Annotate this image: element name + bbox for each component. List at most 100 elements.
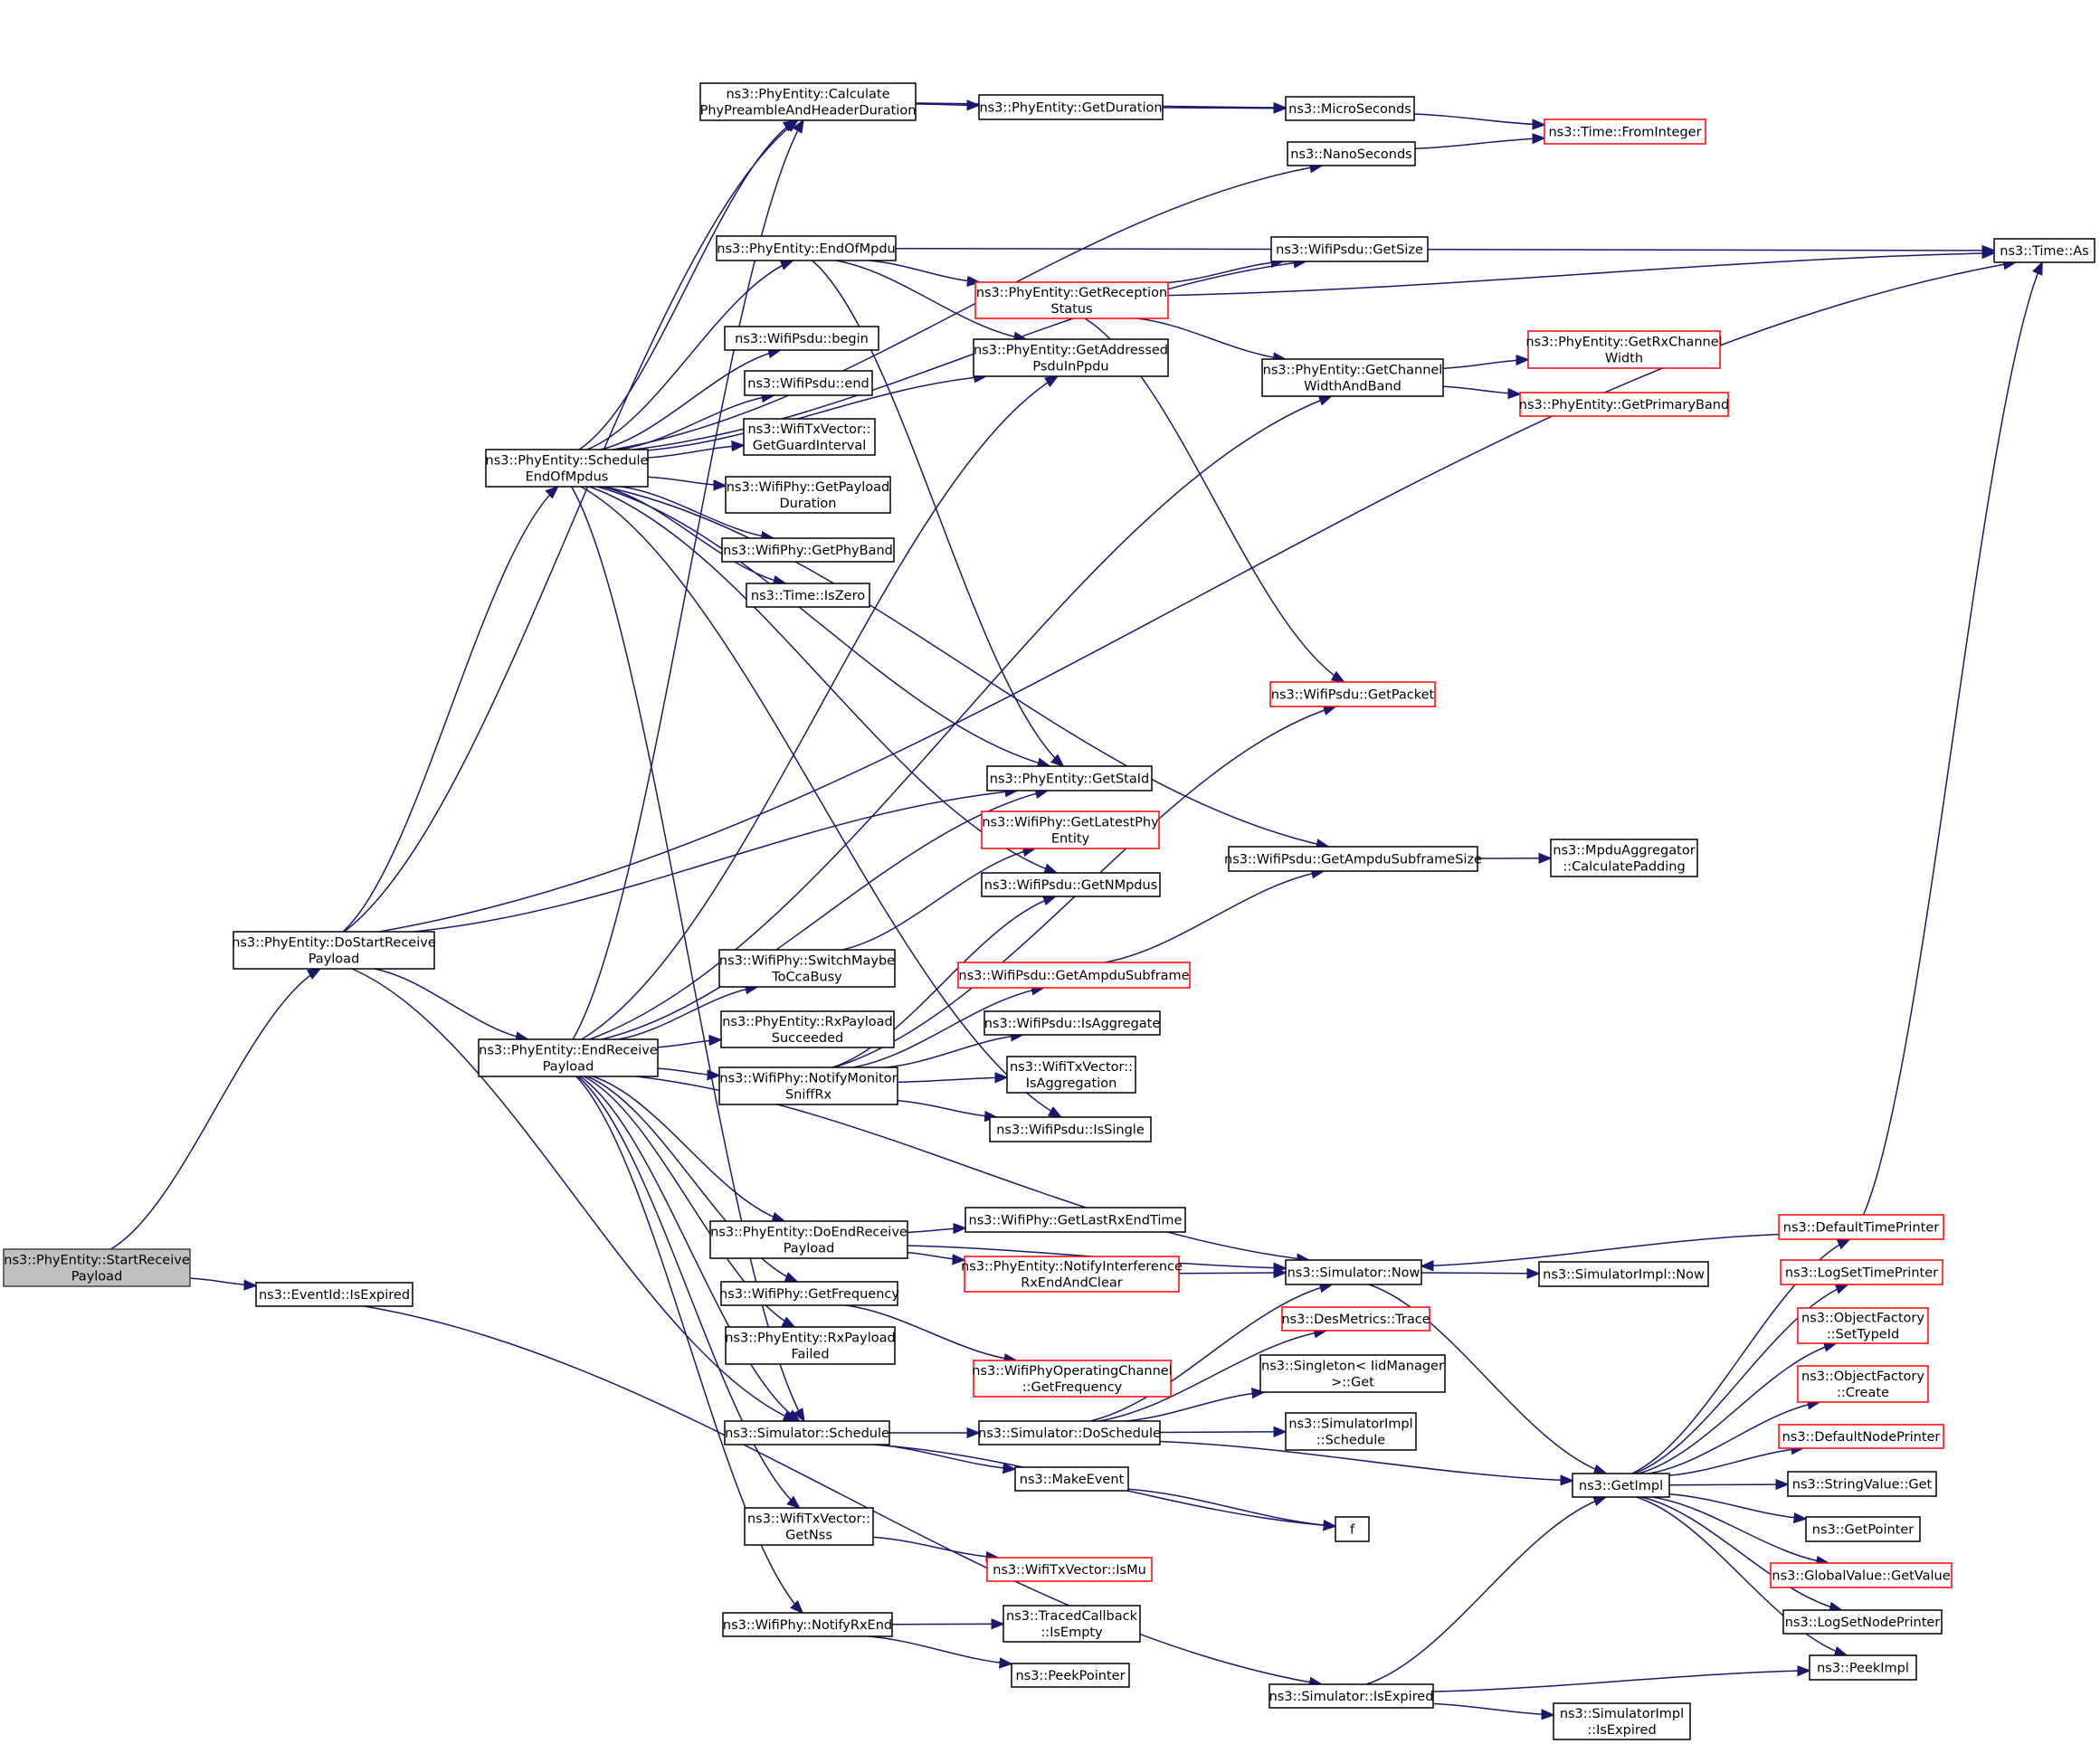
node-ns3-microseconds[interactable]: ns3::MicroSeconds [1285,96,1415,121]
node-ns3-wifiphyoperatingchannel-getfrequency[interactable]: ns3::WifiPhyOperatingChannel::GetFrequen… [972,1360,1173,1398]
node-box[interactable] [744,1507,874,1546]
node-ns3-simulator-now[interactable]: ns3::Simulator::Now [1285,1259,1422,1285]
node-box[interactable] [1269,1683,1434,1709]
node-box[interactable] [1270,236,1429,262]
node-box[interactable] [1809,1654,1917,1681]
node-ns3-time-frominteger[interactable]: ns3::Time::FromInteger [1544,118,1706,145]
node-box[interactable] [1770,1562,1953,1588]
node-box[interactable] [233,931,435,970]
node-ns3-phyentity-calculatephypreambleandheaderduration[interactable]: ns3::PhyEntity::CalculatePhyPreambleAndH… [699,82,917,121]
node-ns3-wifiphy-getphyband[interactable]: ns3::WifiPhy::GetPhyBand [721,537,895,563]
node-box[interactable] [709,1220,908,1259]
node-box[interactable] [1805,1516,1921,1542]
node-box[interactable] [718,1066,898,1105]
node-ns3-wifiphy-getfrequency[interactable]: ns3::WifiPhy::GetFrequency [719,1281,899,1306]
node-ns3-simulator-schedule[interactable]: ns3::Simulator::Schedule [724,1420,890,1445]
node-ns3-wifitxvector-getguardinterval[interactable]: ns3::WifiTxVector::GetGuardInterval [743,418,876,456]
node-box[interactable] [1285,1259,1422,1285]
node-ns3-tracedcallback-isempty[interactable]: ns3::TracedCallback::IsEmpty [1002,1605,1141,1643]
node-ns3-mpduaggregator-calculatepadding[interactable]: ns3::MpduAggregator::CalculatePadding [1550,839,1698,877]
node-ns3-globalvalue-getvalue[interactable]: ns3::GlobalValue::GetValue [1770,1562,1953,1588]
node-box[interactable] [744,370,873,396]
node-box[interactable] [725,1326,896,1365]
node-box[interactable] [974,281,1169,319]
node-box[interactable] [1287,141,1416,166]
node-box[interactable] [1787,1471,1937,1497]
node-box[interactable] [1572,1473,1670,1498]
node-box[interactable] [964,1207,1186,1233]
node-box[interactable] [1553,1702,1691,1740]
node-ns3-wifipsdu-end[interactable]: ns3::WifiPsdu::end [744,370,873,396]
node-box[interactable] [978,94,1164,120]
node-ns3-simulator-isexpired[interactable]: ns3::Simulator::IsExpired [1269,1683,1434,1709]
node-box[interactable] [1538,1261,1709,1287]
node-box[interactable] [1335,1516,1370,1542]
node-ns3-wifipsdu-getnmpdus[interactable]: ns3::WifiPsdu::GetNMpdus [981,872,1161,897]
node-box[interactable] [1544,118,1706,145]
node-box[interactable] [1993,238,2095,263]
node-ns3-simulatorimpl-now[interactable]: ns3::SimulatorImpl::Now [1538,1261,1709,1287]
node-box[interactable] [1006,1056,1136,1094]
node-box[interactable] [1002,1605,1141,1643]
node-ns3-simulatorimpl-schedule[interactable]: ns3::SimulatorImpl::Schedule [1285,1412,1417,1451]
node-box[interactable] [3,1248,191,1287]
node-box[interactable] [973,338,1169,377]
node-f[interactable]: f [1335,1516,1370,1542]
node-box[interactable] [986,1557,1153,1582]
node-box[interactable] [978,1420,1161,1445]
node-ns3-objectfactory-create[interactable]: ns3::ObjectFactory::Create [1797,1365,1929,1403]
node-box[interactable] [720,1010,895,1048]
node-ns3-phyentity-endofmpdu[interactable]: ns3::PhyEntity::EndOfMpdu [716,235,897,261]
node-ns3-wifipsdu-getampdusubframe[interactable]: ns3::WifiPsdu::GetAmpduSubframe [957,962,1191,989]
node-ns3-stringvalue-get[interactable]: ns3::StringValue::Get [1787,1471,1937,1497]
node-box[interactable] [722,1612,893,1637]
node-box[interactable] [724,1420,890,1445]
node-box[interactable] [1285,1412,1417,1451]
node-box[interactable] [699,82,917,121]
node-box[interactable] [1782,1609,1943,1635]
node-box[interactable] [981,810,1160,849]
node-ns3-wifipsdu-getampdusubframesize[interactable]: ns3::WifiPsdu::GetAmpduSubframeSize [1224,846,1482,872]
node-box[interactable] [720,1281,898,1306]
node-ns3-wifiphy-getlastrxendtime[interactable]: ns3::WifiPhy::GetLastRxEndTime [964,1207,1186,1233]
node-box[interactable] [1780,1259,1943,1285]
node-ns3-phyentity-getstaid[interactable]: ns3::PhyEntity::GetStaId [986,765,1153,791]
node-ns3-singleton-iidmanager-get[interactable]: ns3::Singleton< IidManager>::Get [1259,1354,1446,1393]
node-ns3-time-as[interactable]: ns3::Time::As [1993,238,2095,263]
node-ns3-wifipsdu-getsize[interactable]: ns3::WifiPsdu::GetSize [1270,236,1429,262]
node-ns3-desmetrics-trace[interactable]: ns3::DesMetrics::Trace [1281,1306,1430,1332]
node-box[interactable] [721,537,895,563]
node-ns3-wifipsdu-isaggregate[interactable]: ns3::WifiPsdu::IsAggregate [983,1010,1161,1036]
node-box[interactable] [1014,1466,1129,1492]
node-box[interactable] [478,1038,659,1077]
node-box[interactable] [1797,1365,1929,1403]
node-box[interactable] [973,1360,1172,1398]
node-box[interactable] [718,949,896,988]
node-ns3-defaultnodeprinter[interactable]: ns3::DefaultNodePrinter [1778,1424,1944,1449]
node-ns3-simulator-doschedule[interactable]: ns3::Simulator::DoSchedule [978,1420,1161,1445]
node-ns3-getimpl[interactable]: ns3::GetImpl [1572,1473,1670,1498]
node-box[interactable] [1228,846,1478,872]
node-ns3-defaulttimeprinter[interactable]: ns3::DefaultTimePrinter [1778,1214,1944,1240]
node-ns3-simulatorimpl-isexpired[interactable]: ns3::SimulatorImpl::IsExpired [1553,1702,1691,1740]
node-box[interactable] [1281,1306,1430,1332]
node-box[interactable] [716,235,897,261]
node-ns3-phyentity-getduration[interactable]: ns3::PhyEntity::GetDuration [978,94,1164,120]
node-box[interactable] [1778,1424,1944,1449]
node-box[interactable] [1527,330,1721,369]
node-ns3-wifitxvector-getnss[interactable]: ns3::WifiTxVector::GetNss [744,1507,874,1546]
node-ns3-peekimpl[interactable]: ns3::PeekImpl [1809,1654,1917,1681]
